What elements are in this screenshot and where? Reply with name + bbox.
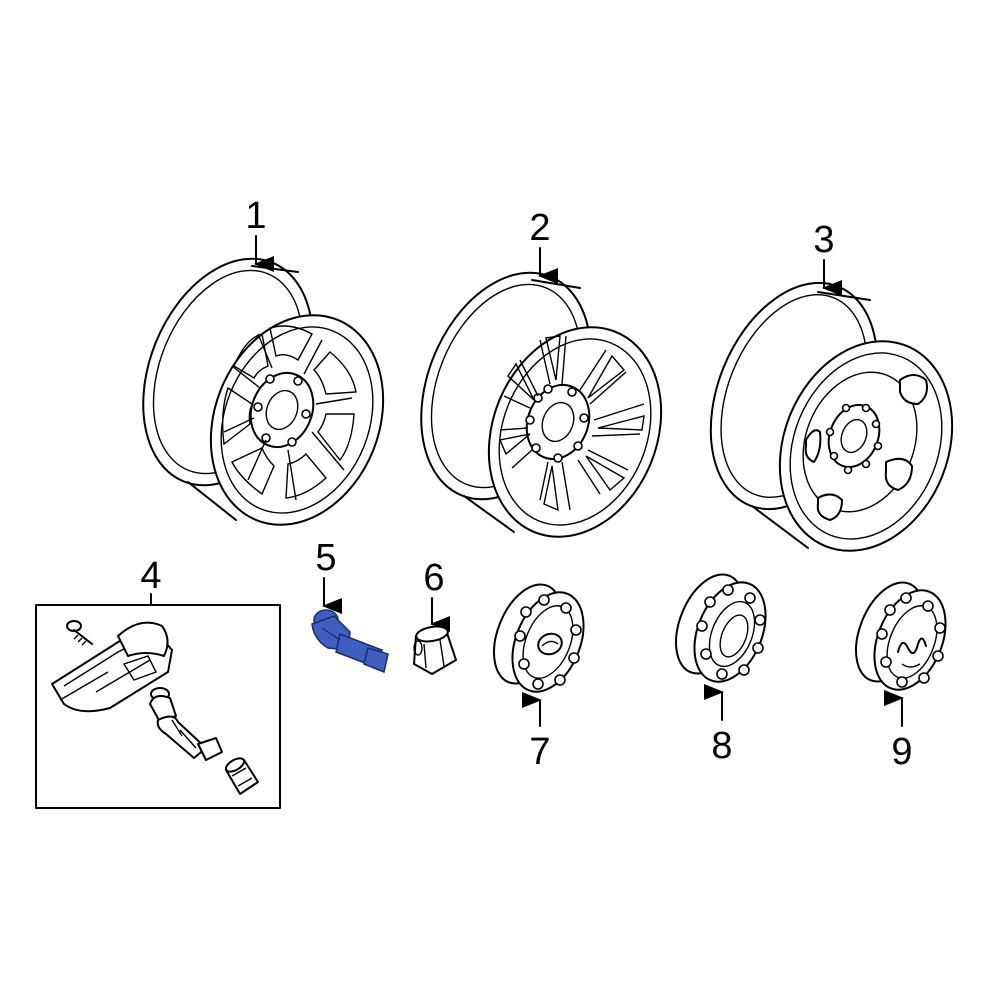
callout-4: 4 bbox=[140, 555, 161, 597]
sensor-body bbox=[51, 621, 173, 713]
cap-7-logo-icon bbox=[537, 632, 563, 656]
part-2-wheel[interactable] bbox=[389, 247, 691, 562]
part-3-wheel[interactable] bbox=[679, 258, 982, 577]
sensor-valve-stem bbox=[149, 687, 223, 761]
part-7-center-cap[interactable]: 7 bbox=[481, 575, 597, 773]
valve-stem-highlight bbox=[311, 609, 389, 674]
callout-3: 3 bbox=[813, 219, 834, 261]
callout-2: 2 bbox=[529, 207, 550, 249]
cap-9-emblem-icon bbox=[897, 637, 927, 655]
part-9-center-cap[interactable]: 9 bbox=[843, 573, 959, 773]
part-6-lug-nut[interactable]: 6 bbox=[413, 557, 457, 675]
callout-5: 5 bbox=[315, 537, 336, 579]
part-4-tpms-sensor-kit[interactable]: 4 bbox=[35, 555, 281, 809]
callout-1: 1 bbox=[245, 195, 266, 237]
kit-box bbox=[35, 604, 281, 809]
callout-9: 9 bbox=[891, 731, 912, 773]
callout-8: 8 bbox=[711, 725, 732, 767]
sensor-screw bbox=[66, 620, 93, 646]
callout-6: 6 bbox=[423, 557, 444, 599]
part-1-wheel[interactable] bbox=[111, 233, 413, 550]
part-5-valve-stem[interactable]: 5 bbox=[311, 537, 389, 674]
sensor-valve-cap bbox=[224, 757, 259, 795]
part-8-center-cap[interactable]: 8 bbox=[663, 565, 779, 767]
callout-7: 7 bbox=[529, 731, 550, 773]
